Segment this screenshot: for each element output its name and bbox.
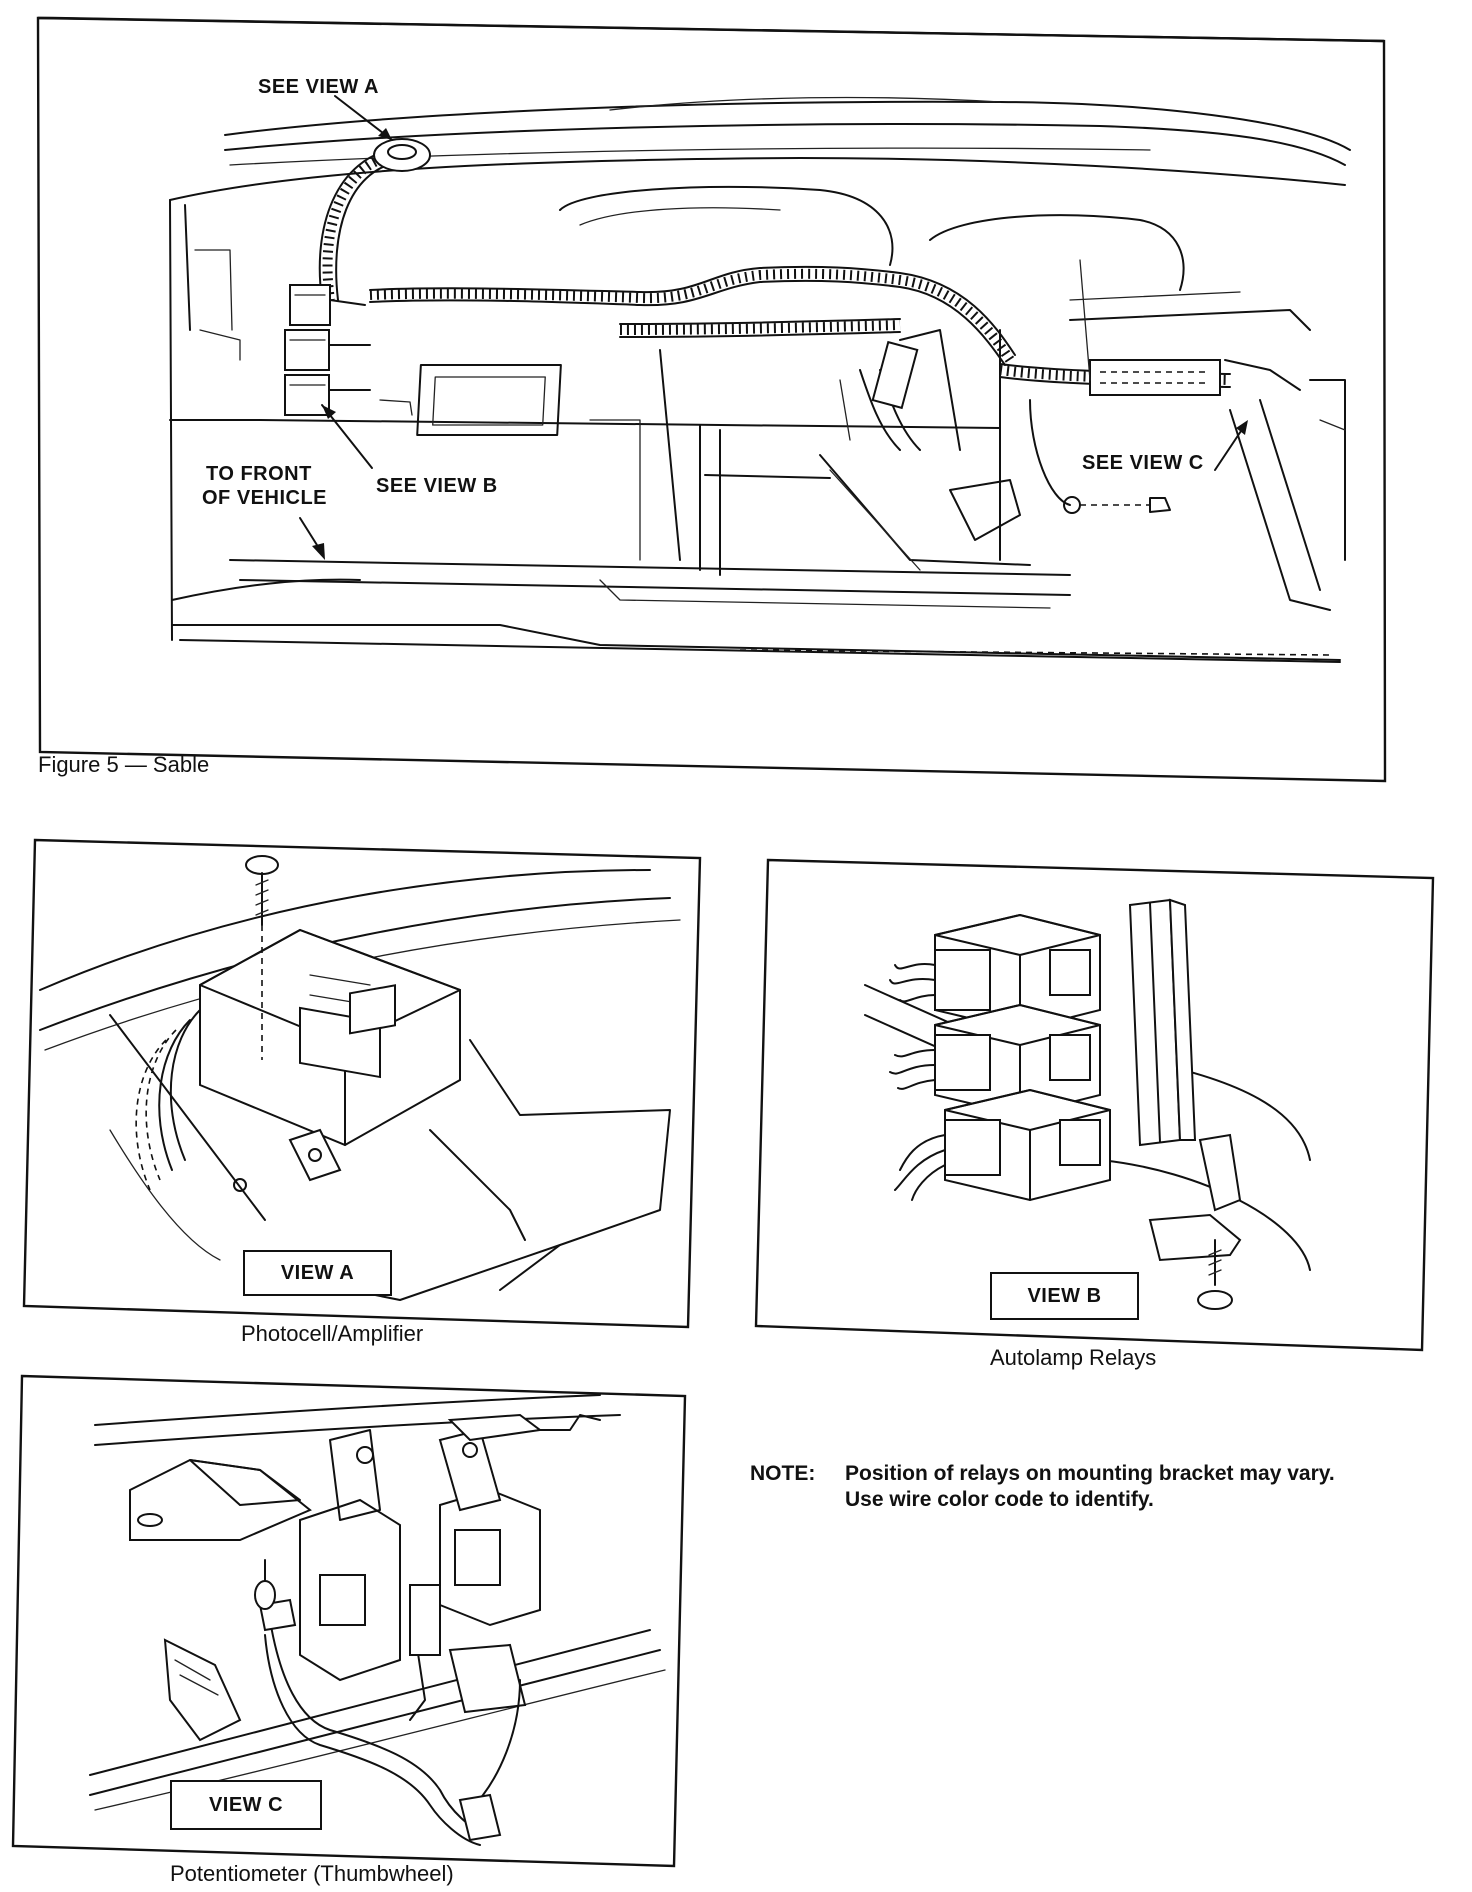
note-line1: Position of relays on mounting bracket m… <box>845 1462 1335 1485</box>
dashboard-illustration <box>169 95 1351 663</box>
view-b-label: VIEW B <box>990 1272 1139 1320</box>
figure-caption: Figure 5 — Sable <box>38 752 210 777</box>
see-view-c-callout: SEE VIEW C <box>1082 452 1204 474</box>
view-a-caption: Photocell/Amplifier <box>241 1321 424 1346</box>
view-c-panel <box>11 1374 687 1868</box>
view-c-label: VIEW C <box>170 1780 322 1830</box>
view-b-panel <box>754 858 1435 1352</box>
note-label: NOTE: <box>750 1462 816 1485</box>
see-view-b-callout: SEE VIEW B <box>376 475 498 497</box>
see-view-a-callout: SEE VIEW A <box>258 76 379 98</box>
to-front-label-line1: TO FRONT <box>206 463 312 485</box>
note-line2: Use wire color code to identify. <box>845 1488 1154 1512</box>
view-c-caption: Potentiometer (Thumbwheel) <box>170 1861 454 1886</box>
to-front-label-line2: OF VEHICLE <box>202 487 328 509</box>
main-figure-frame <box>36 16 1387 783</box>
view-a-panel <box>22 838 702 1329</box>
note-block: NOTE: Position of relays on mounting brac… <box>750 1461 1335 1514</box>
view-a-label: VIEW A <box>243 1250 392 1296</box>
view-b-caption: Autolamp Relays <box>990 1345 1157 1370</box>
